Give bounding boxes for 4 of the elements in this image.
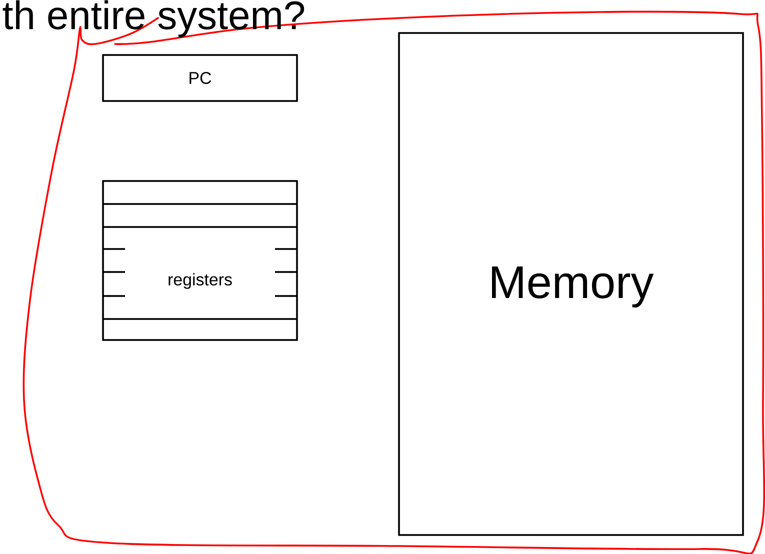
register-box: PC bbox=[102, 54, 298, 102]
heading-text: th entire system? bbox=[2, 0, 304, 38]
memory-box: Memory bbox=[398, 32, 744, 536]
register-file: registers bbox=[102, 180, 298, 341]
